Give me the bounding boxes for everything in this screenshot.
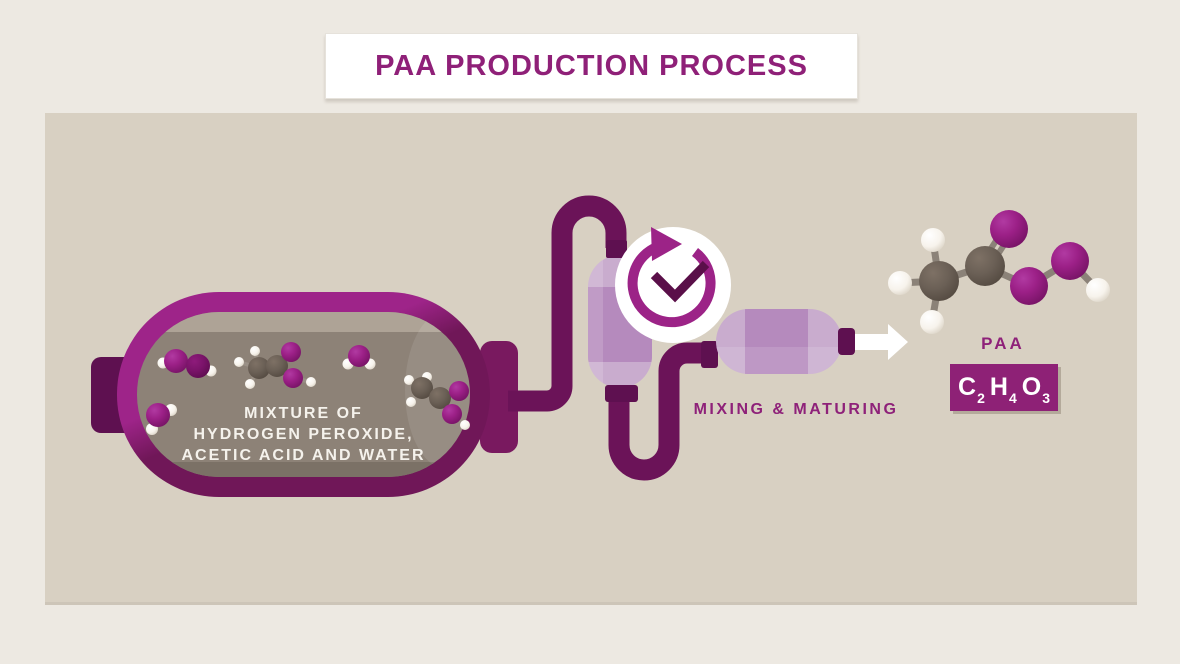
paa-molecule <box>888 210 1110 334</box>
feed-pipe <box>508 195 627 412</box>
formula-element: H <box>989 373 1008 401</box>
rotation-arc-icon <box>627 242 716 328</box>
hydrogen-atom <box>920 310 944 334</box>
oxygen-atom <box>1010 267 1048 305</box>
formula-element: C <box>958 373 977 401</box>
tank-liquid-surface <box>137 312 470 332</box>
rotating-timer-clock-icon <box>615 227 731 343</box>
hydrogen-peroxide-molecule <box>157 349 217 378</box>
hydrogen-atom <box>921 228 945 252</box>
maturing-inlet-collar <box>701 341 718 368</box>
vessel-top-collar <box>606 240 627 258</box>
tank-label-line-1: MIXTURE OF <box>244 405 363 422</box>
oxygen-atom <box>990 210 1028 248</box>
carbon-atom <box>919 261 959 301</box>
paa-product-label: PAA <box>981 334 1025 353</box>
maturing-vessel <box>701 309 855 374</box>
hydrogen-atom <box>888 271 912 295</box>
tank-outlet-flange <box>480 341 518 453</box>
formula-subscript: 4 <box>1008 390 1017 406</box>
paa-formula-box: C 2 H 4 O 3 <box>950 364 1058 411</box>
clock-hands-icon <box>650 260 710 303</box>
formula-element: O <box>1021 373 1042 401</box>
acetic-acid-molecule <box>404 372 470 430</box>
page-title: PAA PRODUCTION PROCESS <box>375 49 808 82</box>
tank-label-line-2: HYDROGEN PEROXIDE, <box>193 426 414 443</box>
transfer-pipe <box>608 342 705 481</box>
tank-contents-label: MIXTURE OF HYDROGEN PEROXIDE, ACETIC ACI… <box>150 403 457 466</box>
formula-subscript: 2 <box>977 390 985 406</box>
title-banner: PAA PRODUCTION PROCESS <box>325 33 858 99</box>
acetic-acid-molecule <box>234 342 316 389</box>
formula-subscript: 3 <box>1042 390 1050 406</box>
rotation-arrowhead-icon <box>651 227 682 261</box>
hydrogen-atom <box>1086 278 1110 302</box>
carbon-atom <box>965 246 1005 286</box>
flow-arrow-icon <box>855 324 908 360</box>
water-molecule <box>342 345 376 370</box>
maturing-outlet-nub <box>838 328 855 355</box>
tank-label-line-3: ACETIC ACID AND WATER <box>181 447 426 464</box>
water-molecule <box>146 403 177 435</box>
mixing-maturing-label: MIXING & MATURING <box>693 401 899 418</box>
mixture-tank <box>91 292 518 497</box>
vessel-bottom-collar <box>605 385 638 402</box>
oxygen-atom <box>1051 242 1089 280</box>
